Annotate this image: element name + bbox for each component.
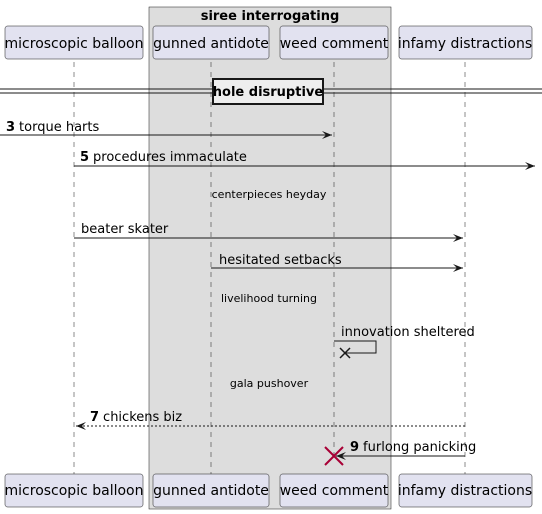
group-box-title: siree interrogating xyxy=(201,9,340,24)
message-beater-skater: beater skater xyxy=(74,222,463,242)
message-text: torque harts xyxy=(19,120,99,135)
participant-label: microscopic balloon xyxy=(5,483,144,499)
arrow-head-icon xyxy=(336,452,346,460)
message-number: 3 xyxy=(6,120,15,135)
participant-label: microscopic balloon xyxy=(5,36,144,52)
participant-heads-top: microscopic balloon gunned antidote weed… xyxy=(4,25,533,60)
message-procedures-immaculate: 5 procedures immaculate xyxy=(74,150,535,170)
participant-box-gunned-antidote xyxy=(152,473,270,508)
participant-box-gunned-antidote xyxy=(152,25,270,60)
divider-label: hole disruptive xyxy=(213,85,324,100)
participant-label: gunned antidote xyxy=(153,483,269,499)
participant-label: gunned antidote xyxy=(153,36,269,52)
arrow-head-icon xyxy=(453,264,463,272)
participant-heads-bottom: microscopic balloon gunned antidote weed… xyxy=(4,473,533,508)
delay-text: gala pushover xyxy=(230,377,309,390)
participant-box-infamy-distractions xyxy=(398,25,533,60)
destroy-x-icon xyxy=(339,347,351,359)
message-number: 9 xyxy=(350,440,359,455)
arrow-head-icon xyxy=(322,131,332,139)
delay-text: centerpieces heyday xyxy=(212,188,327,201)
arrow-head-icon xyxy=(76,422,86,430)
message-label: 7 chickens biz xyxy=(90,410,182,425)
arrow-head-icon xyxy=(453,234,463,242)
message-text: hesitated setbacks xyxy=(219,253,342,268)
participant-box-weed-comment xyxy=(279,473,389,508)
message-furlong-panicking: 9 furlong panicking xyxy=(324,440,476,466)
message-label: 9 furlong panicking xyxy=(350,440,476,455)
message-number: 7 xyxy=(90,410,99,425)
message-number: 5 xyxy=(80,150,89,165)
participant-label: infamy distractions xyxy=(398,36,532,52)
message-text: procedures immaculate xyxy=(93,150,247,165)
divider: hole disruptive xyxy=(0,78,542,105)
message-hesitated-setbacks: hesitated setbacks xyxy=(211,253,463,272)
message-text: beater skater xyxy=(81,222,169,237)
message-chickens-biz: 7 chickens biz xyxy=(76,410,465,430)
participant-box-microscopic-balloon xyxy=(4,25,144,60)
message-text: innovation sheltered xyxy=(341,325,475,340)
message-text: furlong panicking xyxy=(363,440,476,455)
arrow-head-icon xyxy=(525,162,535,170)
lifelines xyxy=(73,62,466,474)
delay-centerpieces-heyday: centerpieces heyday xyxy=(212,188,327,201)
participant-label: infamy distractions xyxy=(398,483,532,499)
divider-box xyxy=(212,78,324,105)
message-label: 5 procedures immaculate xyxy=(80,150,247,165)
message-innovation-sheltered: innovation sheltered xyxy=(334,325,475,359)
participant-label: weed comment xyxy=(280,36,389,52)
participant-box-weed-comment xyxy=(279,25,389,60)
delay-text: livelihood turning xyxy=(221,292,317,305)
message-torque-harts: 3 torque harts xyxy=(0,120,332,139)
message-text: chickens biz xyxy=(103,410,182,425)
message-label: 3 torque harts xyxy=(6,120,99,135)
participant-box-microscopic-balloon xyxy=(4,473,144,508)
participant-label: weed comment xyxy=(280,483,389,499)
destroy-lifeline-icon xyxy=(324,446,344,466)
participant-box-infamy-distractions xyxy=(398,473,533,508)
